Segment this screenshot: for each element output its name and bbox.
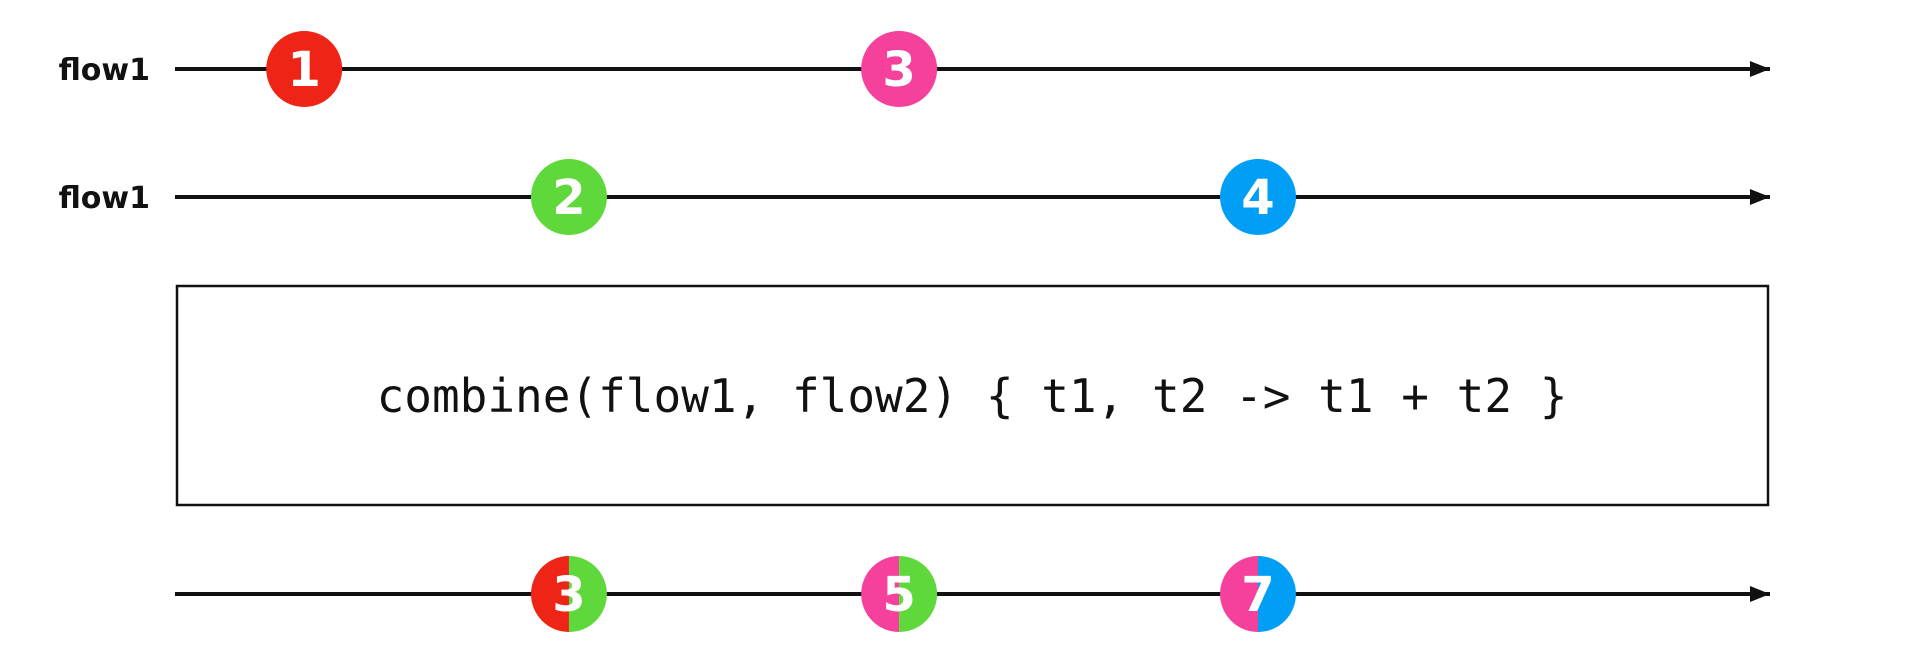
marble-value: 3 xyxy=(552,567,585,623)
marble-circle xyxy=(1220,159,1297,235)
marble-left-half xyxy=(861,556,900,632)
marble-left-half xyxy=(1220,556,1259,632)
stream-1-label: flow1 xyxy=(59,53,150,88)
marble-circle xyxy=(266,31,343,107)
marble-circle xyxy=(861,31,938,107)
marble-value: 4 xyxy=(1241,170,1274,226)
stream-2-label: flow1 xyxy=(59,181,150,216)
marble-value: 7 xyxy=(1241,567,1274,623)
marble-right-half xyxy=(568,556,607,632)
output-marble: 7 xyxy=(1220,556,1296,632)
stream-1-marble: 1 xyxy=(266,31,343,107)
marble-right-half xyxy=(899,556,938,632)
output-marbles: 3 5 7 xyxy=(531,556,1296,632)
output-marble: 3 xyxy=(531,556,607,632)
marble-circle xyxy=(530,159,607,235)
marble-value: 2 xyxy=(552,170,585,226)
marble-right-half xyxy=(1258,556,1296,632)
marble-value: 1 xyxy=(287,42,320,98)
operator-text: combine(flow1, flow2) { t1, t2 -> t1 + t… xyxy=(377,369,1568,423)
marble-value: 5 xyxy=(882,567,915,623)
stream-2-marble: 4 xyxy=(1220,159,1297,235)
output-stream: 3 5 7 xyxy=(175,556,1770,632)
stream-1-marble: 3 xyxy=(861,31,938,107)
output-marble: 5 xyxy=(861,556,938,632)
stream-2-marble: 2 xyxy=(530,159,607,235)
operator-box: combine(flow1, flow2) { t1, t2 -> t1 + t… xyxy=(175,284,1770,507)
marble-left-half xyxy=(531,556,569,632)
operator-box-border xyxy=(175,284,1770,507)
marble-value: 3 xyxy=(882,42,915,98)
